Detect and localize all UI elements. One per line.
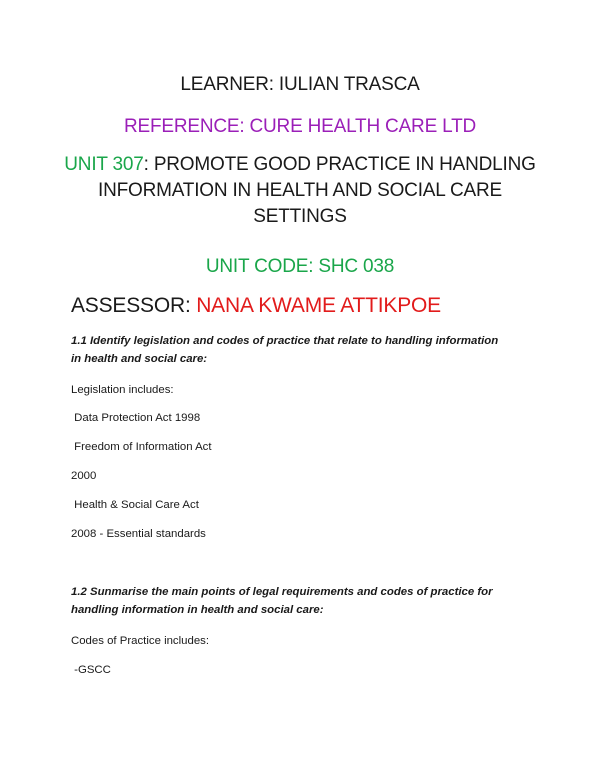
section-2-line: Codes of Practice includes:: [71, 635, 210, 647]
section-2-line: -GSCC: [71, 664, 111, 676]
section-1-line: 2000: [71, 470, 97, 482]
unit-code-line: UNIT CODE: SHC 038: [205, 256, 395, 277]
section-1-line: Data Protection Act 1998: [71, 412, 201, 424]
section-1-heading-line-2: in health and social care:: [71, 353, 208, 365]
reference-line: REFERENCE: CURE HEALTH CARE LTD: [123, 116, 477, 137]
section-1-line: Freedom of Information Act: [71, 441, 212, 453]
unit-title: UNIT 307: PROMOTE GOOD PRACTICE IN HANDL…: [0, 152, 600, 230]
section-1-line: 2008 - Essential standards: [71, 528, 206, 540]
section-1-heading: 1.1 Identify legislation and codes of pr…: [71, 332, 541, 368]
section-2-heading-line-1: 1.2 Sunmarise the main points of legal r…: [71, 586, 493, 598]
unit-number: UNIT 307: [64, 154, 144, 175]
unit-title-line-1: UNIT 307: PROMOTE GOOD PRACTICE IN HANDL…: [0, 152, 600, 178]
section-2-heading-line-2: handling information in health and socia…: [71, 604, 324, 616]
assessor-name: NANA KWAME ATTIKPOE: [196, 294, 441, 317]
section-1-heading-line-1: 1.1 Identify legislation and codes of pr…: [71, 335, 499, 347]
learner-line: LEARNER: IULIAN TRASCA: [180, 74, 420, 95]
section-1-line: Legislation includes:: [71, 384, 174, 396]
unit-title-text-1: : PROMOTE GOOD PRACTICE IN HANDLING: [143, 154, 536, 175]
assessor-label: ASSESSOR:: [71, 294, 197, 317]
unit-title-line-3: SETTINGS: [253, 206, 347, 227]
assessor-line: ASSESSOR: NANA KWAME ATTIKPOE: [71, 292, 441, 320]
section-2-heading: 1.2 Sunmarise the main points of legal r…: [71, 583, 541, 619]
unit-title-line-2: INFORMATION IN HEALTH AND SOCIAL CARE: [98, 180, 502, 201]
section-1-line: Health & Social Care Act: [71, 499, 199, 511]
